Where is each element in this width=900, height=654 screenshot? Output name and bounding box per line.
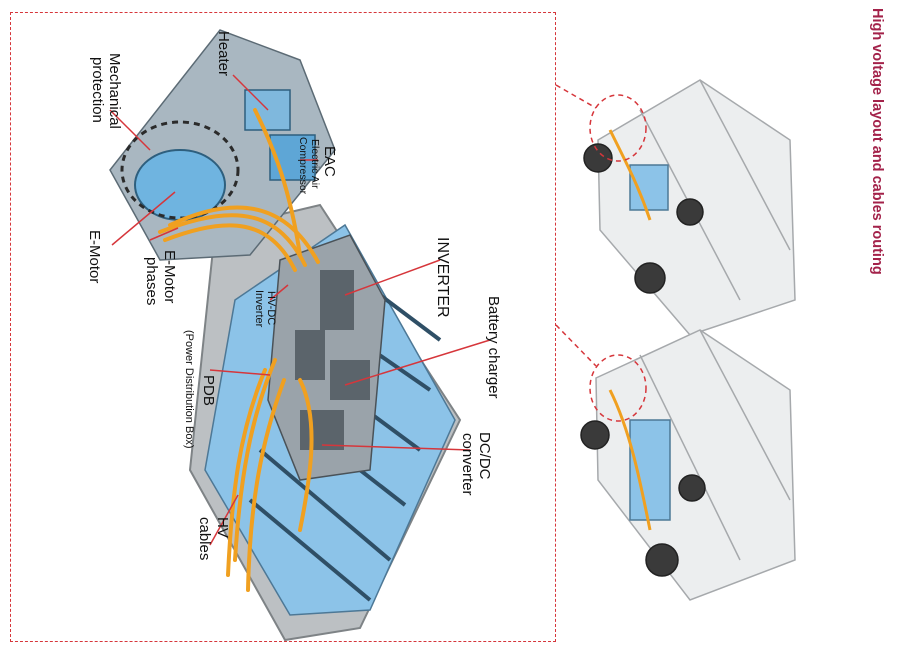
callout-connectors — [555, 84, 597, 367]
detail-callout-frame — [10, 12, 556, 642]
pdb-full-label: (Power Distribution Box) — [183, 330, 195, 449]
eac-label: EAC — [321, 146, 338, 177]
detail-illustration — [109, 29, 462, 642]
dcdc-label-2: converter — [459, 433, 476, 496]
hv-cables-label-2: cables — [196, 517, 213, 560]
emotor-phases-label-2: phases — [143, 257, 160, 305]
eac-full-label-2: Compressor — [297, 137, 309, 195]
emotor-label: E-Motor — [86, 230, 103, 283]
diagram-labels: Heater EAC Electric Air Compressor Mecha… — [86, 31, 502, 560]
pdb-label: PDB — [200, 375, 217, 406]
hv-cables-label-1: HV — [214, 517, 231, 538]
electronics-block — [267, 234, 386, 481]
eac-full-label-1: Electric Air — [309, 139, 321, 189]
mechanical-cage — [120, 120, 240, 220]
hv-cable-bundle — [158, 108, 320, 592]
heater-label: Heater — [215, 31, 232, 76]
page-title: High voltage layout and cables routing — [869, 8, 885, 275]
battery-charger-label: Battery charger — [485, 296, 502, 399]
van-thumbnail-bottom — [580, 329, 796, 601]
van-thumbnail-top — [583, 79, 796, 336]
inverter-label: INVERTER — [434, 237, 451, 318]
hvdc-label-1: HV-DC — [265, 291, 277, 325]
electronics-details — [295, 270, 370, 450]
mechanical-protection-label-1: Mechanical — [106, 53, 123, 129]
title-wrap: High voltage layout and cables routing — [862, 8, 892, 338]
hvdc-label-2: Inverter — [253, 290, 265, 328]
leader-lines — [109, 74, 491, 546]
dcdc-label-1: DC/DC — [476, 432, 493, 480]
emotor-phases-label-1: E-Motor — [161, 250, 178, 303]
mechanical-protection-label-2: protection — [89, 57, 106, 123]
